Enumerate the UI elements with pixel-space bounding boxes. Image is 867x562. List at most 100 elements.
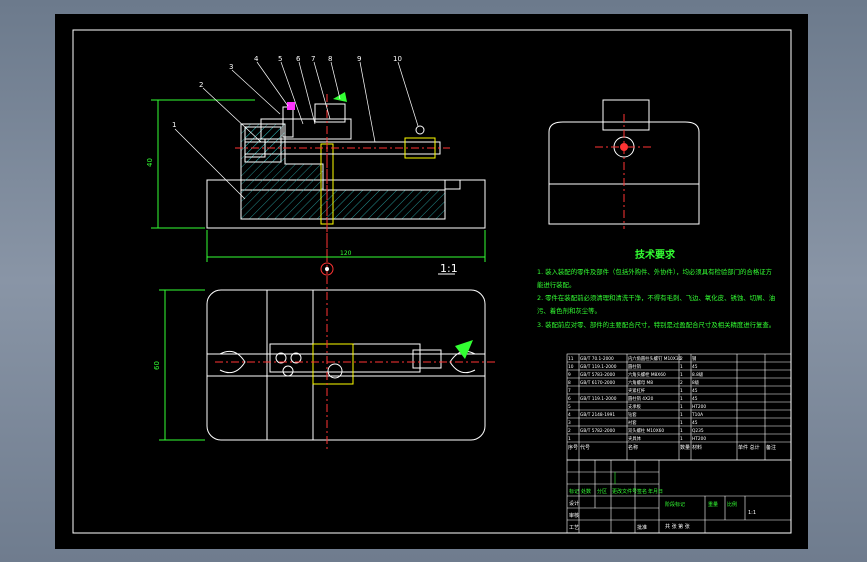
bom-cell: Q235 [692, 428, 704, 434]
tb-role-review: 审核 [569, 512, 579, 519]
bom-cell: 1 [680, 420, 683, 426]
balloon-8: 8 [328, 55, 332, 63]
balloon-7: 7 [311, 55, 315, 63]
bom-header-cell: 数量 [680, 444, 690, 451]
bom-cell: 钢 [692, 355, 696, 362]
bom-cell: 夹紧杠杆 [628, 387, 646, 394]
tech-requirements: 技术要求 1. 装入装配的零件及部件（包括外购件、外协件），均必须具有检验部门的… [537, 248, 775, 329]
tb-scale-value: 1:1 [748, 510, 756, 516]
bom-cell: 11 [568, 356, 574, 362]
bom-cell: 6 [568, 396, 571, 402]
tb-mark-label: 标记 [569, 488, 579, 495]
tech-line-3: 2. 零件在装配前必须清理和清洗干净，不得有毛刺、飞边、氧化皮、锈蚀、切屑、油 [537, 293, 775, 302]
tech-line-2: 能进行装配。 [537, 280, 575, 289]
bom-cell: 六角头螺栓 M8X60 [628, 371, 666, 378]
bom-cell: 钻套 [628, 411, 637, 418]
bom-cell: 1 [680, 404, 683, 410]
bom-cell: 2 [680, 380, 683, 386]
bom-cell: 圆柱销 [628, 363, 642, 370]
tb-change-label: 更改文件号 [612, 488, 637, 495]
bom-cell: T10A [691, 412, 703, 418]
bom-cell: GB/T 70.1-2000 [580, 356, 614, 362]
bom-cell: 内六角圆柱头螺钉 M10X30 [628, 355, 682, 362]
tech-line-5: 3. 装配前应对零、部件的主要配合尺寸，特别是过盈配合尺寸及相关精度进行复查。 [537, 320, 775, 329]
bom-cell: 45 [692, 420, 698, 426]
bom-cell: 45 [692, 364, 698, 370]
drawing-sheet: 40 120 1 2 3 4 5 6 7 8 9 1 [55, 14, 808, 549]
balloon-9: 9 [357, 55, 361, 63]
bom-cell: 5 [568, 404, 571, 410]
dim-height-front: 40 [146, 158, 154, 167]
balloon-4: 4 [254, 55, 259, 63]
bom-cell: 1 [680, 396, 683, 402]
bom-cell: 8级 [692, 379, 700, 386]
tb-sheet-label: 共 张 第 张 [665, 523, 690, 530]
bom-cell: 双头螺柱 M10X60 [628, 427, 664, 434]
tech-line-4: 污、着色剂和灰尘等。 [537, 306, 601, 315]
bom-cell: 圆柱销 4X20 [628, 395, 654, 402]
cad-drawing: 40 120 1 2 3 4 5 6 7 8 9 1 [72, 29, 792, 534]
tb-role-design: 设计 [569, 500, 579, 507]
title-block [566, 459, 792, 534]
balloon-3: 3 [229, 63, 233, 71]
bom-cell: 45 [692, 396, 698, 402]
bom-cell: 六角螺母 M8 [628, 379, 653, 386]
bom-header-cell: 备注 [766, 444, 776, 451]
tech-line-1: 1. 装入装配的零件及部件（包括外购件、外协件），均必须具有检验部门的合格证方 [537, 267, 772, 276]
bom-cell: 7 [568, 388, 571, 394]
balloon-5: 5 [278, 55, 282, 63]
bom-cell: 3 [568, 420, 571, 426]
tb-weight-label: 重量 [708, 501, 718, 508]
bom-cell: 10 [568, 364, 574, 370]
tb-count-label: 处数 [581, 488, 591, 495]
bom-header-cell: 名称 [628, 444, 638, 451]
bom-cell: 支承板 [628, 403, 642, 410]
scale-mark: 1:1 [440, 262, 458, 275]
dim-height-plan: 60 [153, 361, 161, 370]
bom-cell: 4 [568, 412, 571, 418]
balloon-1: 1 [172, 121, 176, 129]
bom-cell: 夹具体 [628, 435, 642, 442]
bom-cell: 1 [680, 364, 683, 370]
bom-cell: 8.8级 [692, 371, 704, 378]
tb-role-process: 工艺 [569, 525, 579, 531]
bom-cell: 2 [680, 356, 683, 362]
stage-label: 阶段标记 [665, 501, 685, 508]
bom-cell: HT200 [692, 436, 706, 442]
front-view: 40 120 1 2 3 4 5 6 7 8 9 1 [146, 55, 486, 276]
bom-cell: 45 [692, 388, 698, 394]
bom-cell: GB/T 119.1-2000 [580, 396, 617, 402]
bom-cell: 9 [568, 372, 571, 378]
bom-cell: 衬套 [628, 419, 637, 426]
bom-cell: 1 [680, 388, 683, 394]
tb-scale-label: 比例 [727, 501, 737, 508]
tb-zone-label: 分区 [597, 488, 607, 495]
title-block-text: 阶段标记 重量 比例 1:1 共 张 第 张 标记 处数 分区 更改文件号 签名… [569, 488, 756, 531]
plan-view: 60 [153, 276, 495, 450]
bom-cell: 1 [568, 436, 571, 442]
balloon-10: 10 [393, 55, 402, 63]
balloon-2: 2 [199, 81, 203, 89]
bom-cell: GB/T 119.1-2000 [580, 364, 617, 370]
bom-cell: 1 [680, 436, 683, 442]
dim-width: 120 [340, 250, 352, 257]
bom-header-cell: 代号 [580, 444, 590, 451]
bom-cell: 2 [568, 428, 571, 434]
bom-cell: GB/T 2148-1991 [580, 412, 615, 418]
tb-role-approve: 批准 [637, 524, 647, 531]
tb-sign-label: 签名 [637, 488, 647, 495]
bom-cell: HT200 [692, 404, 706, 410]
inner-frame [72, 29, 792, 534]
bom-cell: GB/T 5782-2000 [580, 428, 615, 434]
bom-header-cell: 材料 [692, 444, 702, 451]
bom-cell: 1 [680, 412, 683, 418]
bom-header-cell: 单件 总计 [738, 444, 760, 451]
bom-cell: 8 [568, 380, 571, 386]
balloon-6: 6 [296, 55, 301, 63]
bom-cell: 1 [680, 372, 683, 378]
tb-date-label: 年月日 [648, 488, 663, 495]
side-view [548, 99, 700, 229]
bom-cell: GB/T 5783-2000 [580, 372, 615, 378]
bom-cell: GB/T 6170-2000 [580, 380, 615, 386]
